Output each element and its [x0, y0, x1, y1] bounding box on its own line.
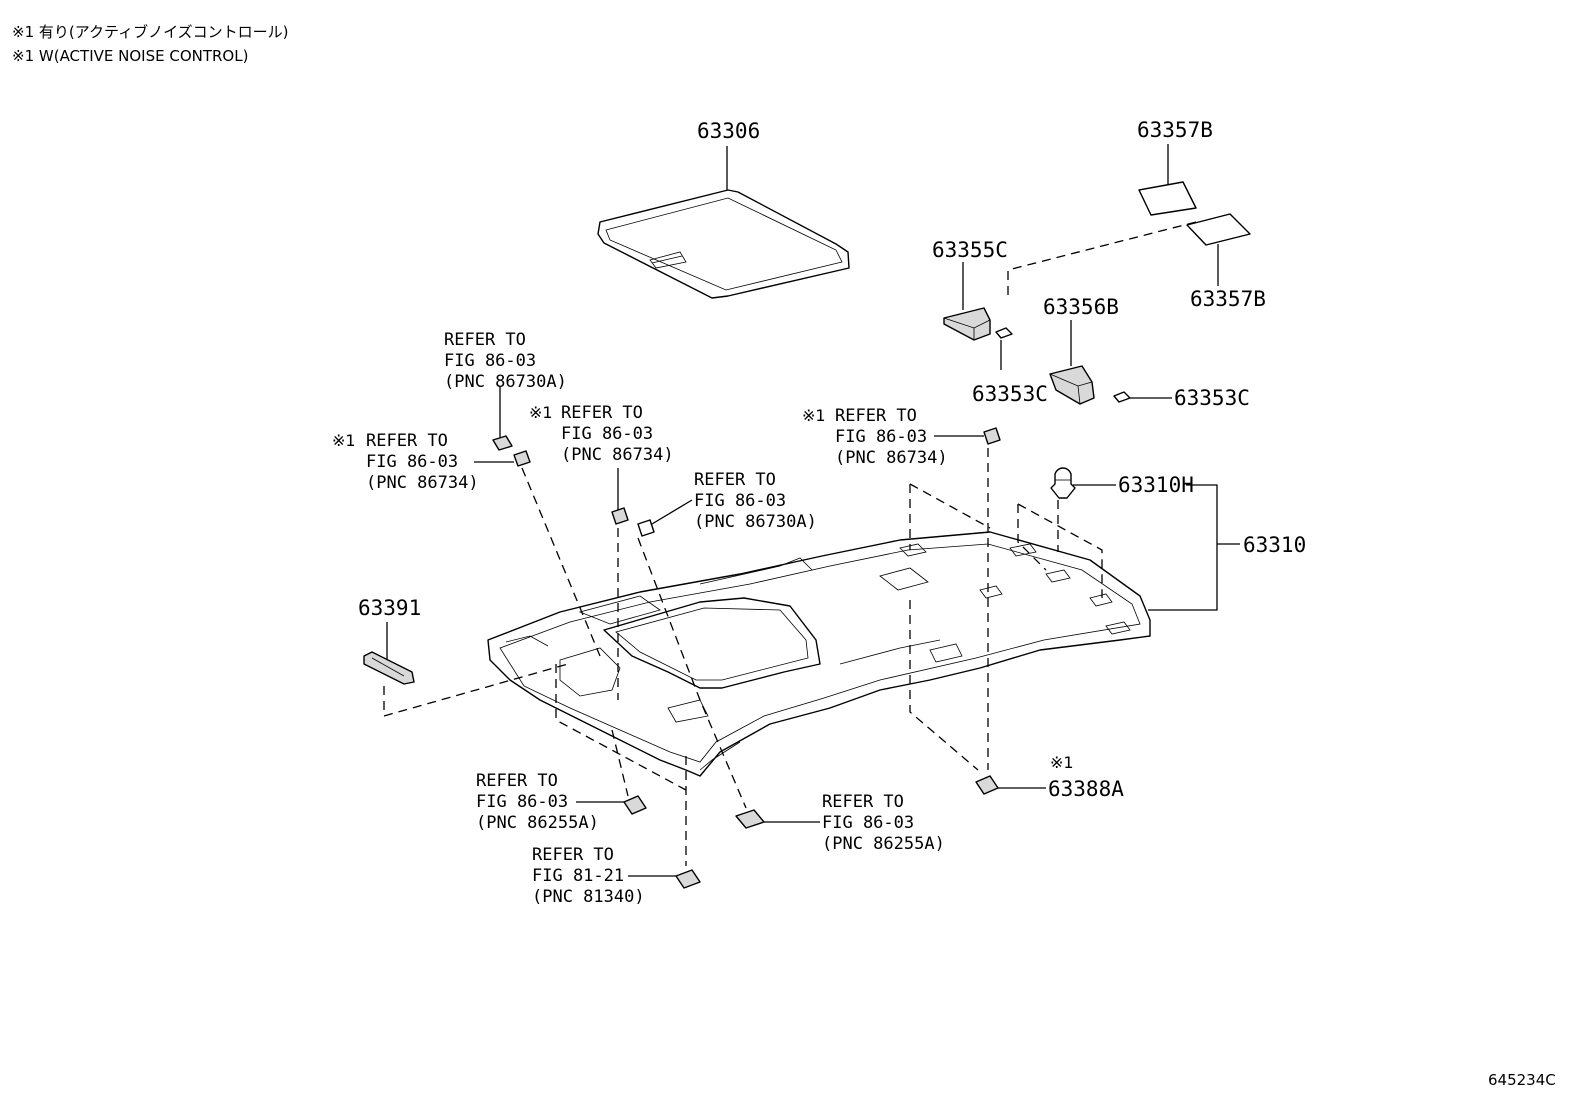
ref-8-line-2: FIG 81-21	[532, 866, 624, 886]
ref-8-line-3: (PNC 81340)	[532, 887, 645, 907]
lamp-81340[interactable]	[675, 869, 701, 889]
ref-block-3[interactable]: REFER TO FIG 86-03 (PNC 86734)	[561, 403, 674, 465]
dash-clip-3	[1017, 503, 1103, 598]
part-number-63353c-right[interactable]: 63353C	[1174, 386, 1250, 410]
clip-63388a[interactable]	[975, 775, 999, 795]
dash-ref-2	[521, 467, 601, 657]
module-86734-right[interactable]	[983, 427, 1001, 445]
ref-7-line-1: REFER TO	[822, 792, 904, 812]
dash-clip-2	[1017, 504, 1047, 571]
ref-6-line-1: REFER TO	[476, 771, 558, 791]
block-63355c[interactable]	[943, 307, 991, 341]
dash-ref-6-frame	[555, 664, 687, 791]
ref-5-line-1: REFER TO	[835, 406, 917, 426]
dash-rear-top	[909, 483, 991, 529]
part-number-63310h[interactable]: 63310H	[1118, 473, 1194, 497]
part-number-63353c-left[interactable]: 63353C	[972, 382, 1048, 406]
lamp-86730a-middle[interactable]	[637, 519, 655, 537]
ref-5-line-2: FIG 86-03	[835, 427, 927, 447]
ref-4-line-1: REFER TO	[694, 470, 776, 490]
dash-pads	[1007, 221, 1197, 300]
part-number-63356b[interactable]: 63356B	[1043, 295, 1119, 319]
ref-6-line-2: FIG 86-03	[476, 792, 568, 812]
ref-3-mark: ※1	[529, 403, 553, 422]
ref-8-line-1: REFER TO	[532, 845, 614, 865]
ref-7-line-2: FIG 86-03	[822, 813, 914, 833]
leader-ref-4	[651, 499, 693, 525]
lamp-86730a-top[interactable]	[492, 435, 513, 451]
bracket-63391[interactable]	[363, 651, 415, 685]
ref-3-line-3: (PNC 86734)	[561, 445, 674, 465]
part-number-63306[interactable]: 63306	[697, 119, 760, 143]
sunshade-panel[interactable]	[597, 189, 850, 299]
part-number-63357b-top[interactable]: 63357B	[1137, 118, 1213, 142]
part-number-63391[interactable]: 63391	[358, 596, 421, 620]
ref-3-line-2: FIG 86-03	[561, 424, 653, 444]
ref-1-line-2: FIG 86-03	[444, 351, 536, 371]
ref-2-line-1: REFER TO	[366, 431, 448, 451]
illustration-id: 645234C	[1488, 1071, 1556, 1089]
lamp-86255a-right[interactable]	[735, 809, 765, 829]
module-86734-middle[interactable]	[611, 507, 629, 525]
bracket-63310	[1148, 484, 1218, 611]
pad-63357b-bottom[interactable]	[1186, 213, 1251, 246]
clip-63310h[interactable]	[1050, 467, 1076, 499]
dash-63391	[383, 663, 569, 717]
pad-63357b-top[interactable]	[1138, 181, 1197, 216]
ref-block-8[interactable]: REFER TO FIG 81-21 (PNC 81340)	[532, 845, 645, 907]
ref-2-line-2: FIG 86-03	[366, 452, 458, 472]
mark-63388a: ※1	[1050, 753, 1074, 772]
ref-6-line-3: (PNC 86255A)	[476, 813, 599, 833]
lamp-86255a-left[interactable]	[623, 795, 647, 815]
part-number-63357b-bottom[interactable]: 63357B	[1190, 287, 1266, 311]
ref-block-1[interactable]: REFER TO FIG 86-03 (PNC 86730A)	[444, 330, 567, 392]
ref-block-7[interactable]: REFER TO FIG 86-03 (PNC 86255A)	[822, 792, 945, 854]
module-86734-left[interactable]	[513, 450, 531, 467]
dash-rear-left-lower	[909, 600, 979, 771]
ref-4-line-2: FIG 86-03	[694, 491, 786, 511]
part-number-63388a[interactable]: 63388A	[1048, 777, 1124, 801]
ref-4-line-3: (PNC 86730A)	[694, 512, 817, 532]
ref-block-2[interactable]: REFER TO FIG 86-03 (PNC 86734)	[366, 431, 479, 493]
ref-5-mark: ※1	[802, 406, 826, 425]
ref-2-mark: ※1	[332, 431, 356, 450]
ref-block-6[interactable]: REFER TO FIG 86-03 (PNC 86255A)	[476, 771, 599, 833]
ref-1-line-3: (PNC 86730A)	[444, 372, 567, 392]
block-63356b[interactable]	[1049, 365, 1095, 405]
dash-ref-6	[611, 729, 629, 797]
part-number-63310[interactable]: 63310	[1243, 533, 1306, 557]
ref-block-4[interactable]: REFER TO FIG 86-03 (PNC 86730A)	[694, 470, 817, 532]
clip-63353c-right[interactable]	[1113, 391, 1131, 403]
ref-1-line-1: REFER TO	[444, 330, 526, 350]
ref-2-line-3: (PNC 86734)	[366, 473, 479, 493]
clip-63353c-left[interactable]	[995, 327, 1013, 339]
ref-5-line-3: (PNC 86734)	[835, 448, 948, 468]
ref-3-line-1: REFER TO	[561, 403, 643, 423]
part-number-63355c[interactable]: 63355C	[932, 238, 1008, 262]
headliner-63310[interactable]	[487, 531, 1151, 777]
note-japanese: ※1 有り(アクティブノイズコントロール)	[12, 23, 289, 41]
ref-block-5[interactable]: REFER TO FIG 86-03 (PNC 86734)	[835, 406, 948, 468]
dash-ref-4	[637, 537, 747, 809]
ref-7-line-3: (PNC 86255A)	[822, 834, 945, 854]
note-english: ※1 W(ACTIVE NOISE CONTROL)	[12, 47, 248, 65]
